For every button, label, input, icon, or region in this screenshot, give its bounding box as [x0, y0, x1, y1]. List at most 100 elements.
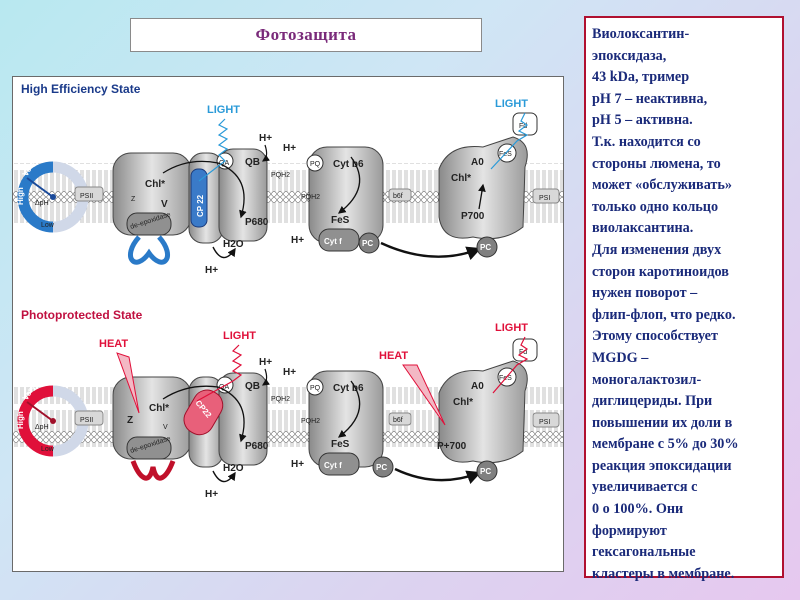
text-line: увеличивается с: [592, 479, 698, 496]
svg-text:PC: PC: [376, 463, 387, 472]
top-panel-title: High Efficiency State: [21, 82, 141, 96]
text-line: сторон каротиноидов: [592, 263, 729, 280]
text-line: 43 kDa, тример: [592, 69, 690, 86]
top-psi-chl-label: Chl*: [451, 173, 471, 184]
svg-text:High: High: [16, 187, 25, 205]
svg-text:QB: QB: [245, 157, 260, 168]
svg-text:P700: P700: [461, 211, 485, 222]
bottom-dph-label: ΔpH: [35, 424, 49, 431]
svg-text:A0: A0: [471, 381, 484, 392]
svg-text:PQH2: PQH2: [271, 396, 290, 403]
top-panel: High Efficiency State Very High High ΔpH…: [13, 82, 563, 276]
bottom-deepoxidase: de-epoxidase: [126, 435, 176, 481]
text-line: Этому способствует: [592, 328, 718, 345]
svg-text:PC: PC: [480, 467, 491, 476]
svg-text:H+: H+: [205, 489, 218, 500]
svg-text:b6f: b6f: [393, 417, 403, 424]
bottom-heat-label-1: HEAT: [99, 338, 128, 350]
svg-text:Low: Low: [41, 446, 55, 453]
bottom-b6f-complex: H+ PQ Cyt b6 PQH2 PQH2 FeS Cyt f PC H+ b…: [271, 367, 412, 478]
svg-text:FeS: FeS: [331, 215, 350, 226]
svg-text:PQH2: PQH2: [301, 194, 320, 201]
svg-text:FeS: FeS: [499, 151, 512, 158]
svg-text:CP 22: CP 22: [196, 194, 205, 217]
svg-text:PC: PC: [362, 239, 373, 248]
text-line: реакция эпоксидации: [592, 457, 732, 474]
bottom-psii-label: PSII: [80, 417, 93, 424]
top-chl-label: Chl*: [145, 179, 165, 190]
svg-text:P680: P680: [245, 217, 269, 228]
svg-text:V: V: [161, 199, 168, 210]
svg-text:FeS: FeS: [331, 439, 350, 450]
svg-text:H2O: H2O: [223, 463, 244, 474]
text-line: повышении их доли в: [592, 414, 733, 431]
top-light-label-2: LIGHT: [495, 98, 528, 110]
top-b6f-complex: H+ PQ Cyt b6 PQH2 PQH2 FeS Cyt f PC H+ b…: [271, 143, 412, 254]
svg-text:Cyt f: Cyt f: [324, 461, 342, 470]
text-line: моногалактозил-: [592, 371, 702, 388]
text-line: формируют: [592, 522, 667, 539]
text-line: Т.к. находится со: [592, 133, 701, 150]
svg-text:QA: QA: [219, 160, 229, 167]
bottom-psi-chl-label: Chl*: [453, 397, 473, 408]
text-line: флип-флоп, что редко.: [592, 306, 736, 323]
bottom-light-label-1: LIGHT: [223, 330, 256, 342]
photosynthesis-diagram: High Efficiency State Very High High ΔpH…: [12, 76, 564, 572]
svg-text:Cyt b6: Cyt b6: [333, 383, 364, 394]
top-light-label-1: LIGHT: [207, 104, 240, 116]
svg-text:Cyt f: Cyt f: [324, 237, 342, 246]
top-psi-complex: Fd FeS A0 Chl* P700 PC PSI: [438, 112, 560, 258]
svg-text:PSI: PSI: [539, 419, 550, 426]
text-line: кластеры в мембране.: [592, 565, 735, 582]
page-title: Фотозащита: [130, 18, 482, 52]
svg-text:PSI: PSI: [539, 195, 550, 202]
svg-text:Cyt b6: Cyt b6: [333, 159, 364, 170]
svg-text:Fd: Fd: [519, 123, 527, 130]
svg-text:P+700: P+700: [437, 441, 467, 452]
text-line: только одно кольцо: [592, 198, 719, 215]
svg-text:H+: H+: [259, 357, 272, 368]
bottom-heat-label-2: HEAT: [379, 350, 408, 362]
svg-text:P680: P680: [245, 441, 269, 452]
text-line: нужен поворот –: [592, 285, 698, 302]
svg-text:PQ: PQ: [310, 161, 321, 168]
svg-text:PQ: PQ: [310, 385, 321, 392]
text-line: виолаксантина.: [592, 220, 694, 237]
bottom-chl-label: Chl*: [149, 403, 169, 414]
svg-text:H+: H+: [283, 143, 296, 154]
svg-text:H+: H+: [259, 133, 272, 144]
text-line: гексагональные: [592, 544, 696, 561]
svg-text:b6f: b6f: [393, 193, 403, 200]
svg-text:H+: H+: [291, 459, 304, 470]
svg-text:PQH2: PQH2: [271, 172, 290, 179]
bottom-panel: Photoprotected State Very High High ΔpH …: [13, 308, 563, 500]
bottom-panel-title: Photoprotected State: [21, 308, 143, 322]
top-psii-complex: Chl* Z V CP 22 QA QB P680 H2O H+ H+: [112, 133, 272, 276]
top-dph-label: ΔpH: [35, 200, 49, 207]
svg-text:H+: H+: [205, 265, 218, 276]
text-line: эпоксидаза,: [592, 47, 667, 64]
svg-text:A0: A0: [471, 157, 484, 168]
svg-text:High: High: [16, 411, 25, 429]
text-line: MGDG –: [592, 349, 649, 366]
bottom-psii-complex: Chl* Z V CP22 QA QB P680 H2O H+ H+: [112, 357, 272, 500]
bottom-light-label-2: LIGHT: [495, 322, 528, 334]
svg-text:V: V: [163, 424, 168, 431]
svg-text:Low: Low: [41, 222, 55, 229]
svg-text:H+: H+: [291, 235, 304, 246]
text-line: диглицериды. При: [592, 393, 713, 410]
top-deepoxidase: de-epoxidase: [126, 211, 172, 265]
svg-text:QA: QA: [219, 384, 229, 391]
text-line: pH 7 – неактивна,: [592, 90, 708, 107]
text-line: Для изменения двух: [592, 241, 722, 258]
svg-text:Z: Z: [131, 196, 136, 203]
svg-text:Z: Z: [127, 415, 133, 426]
text-line: мембране с 5% до 30%: [592, 436, 739, 453]
svg-text:PC: PC: [480, 243, 491, 252]
svg-text:PQH2: PQH2: [301, 418, 320, 425]
diagram-svg: High Efficiency State Very High High ΔpH…: [13, 82, 563, 500]
text-line: 0 о 100%. Они: [592, 501, 684, 518]
text-line: стороны люмена, то: [592, 155, 721, 172]
svg-text:H+: H+: [283, 367, 296, 378]
